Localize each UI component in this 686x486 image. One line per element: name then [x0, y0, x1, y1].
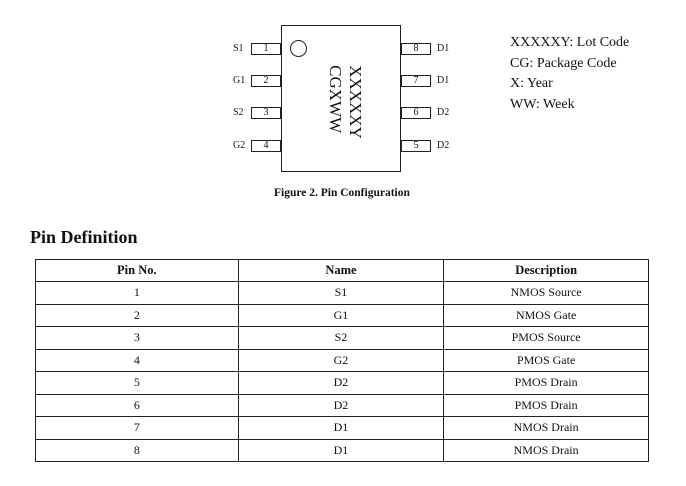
pin-2-box: 2 [251, 75, 281, 87]
cell-description: NMOS Drain [443, 438, 649, 462]
pin-6-box: 6 [401, 107, 431, 119]
cell-name: S1 [237, 281, 445, 305]
table-row: 3 S2 PMOS Source [35, 326, 649, 350]
cell-pin-no: 8 [35, 438, 239, 462]
cell-name: D1 [237, 438, 445, 462]
figure-caption: Figure 2. Pin Configuration [274, 187, 410, 199]
pin-6-name: D2 [437, 107, 450, 118]
cell-pin-no: 5 [35, 371, 239, 395]
header-description: Description [443, 259, 649, 282]
pin-8-name: D1 [437, 43, 450, 54]
cell-description: PMOS Drain [443, 393, 649, 417]
header-name: Name [237, 259, 445, 282]
cell-description: NMOS Drain [443, 416, 649, 440]
cell-description: PMOS Drain [443, 371, 649, 395]
pin1-indicator-dot [290, 40, 307, 57]
header-pin-no: Pin No. [35, 259, 239, 282]
pin-5-box: 5 [401, 140, 431, 152]
cell-name: G1 [237, 303, 445, 327]
pin-8-box: 8 [401, 43, 431, 55]
table-row: 5 D2 PMOS Drain [35, 371, 649, 395]
pin-definition-table: Pin No. Name Description 1 S1 NMOS Sourc… [35, 259, 649, 462]
table-row: 6 D2 PMOS Drain [35, 393, 649, 417]
cell-description: NMOS Gate [443, 303, 649, 327]
cell-pin-no: 6 [35, 393, 239, 417]
cell-description: NMOS Source [443, 281, 649, 305]
chip-package: XXXXXY CGXWW [281, 25, 401, 172]
pin-7-name: D1 [437, 75, 450, 86]
pin-4-name: G2 [233, 140, 246, 151]
cell-pin-no: 3 [35, 326, 239, 350]
legend-lot-code: XXXXXY: Lot Code [510, 35, 630, 50]
marking-line-lot: XXXXXY [345, 65, 365, 139]
marking-line-code: CGXWW [325, 65, 345, 134]
legend-package-code: CG: Package Code [510, 55, 617, 71]
table-row: 7 D1 NMOS Drain [35, 416, 649, 440]
pin-3-name: S2 [233, 107, 244, 118]
cell-name: D1 [237, 416, 445, 440]
pin-5-name: D2 [437, 140, 450, 151]
table-row: 1 S1 NMOS Source [35, 281, 649, 305]
table-row: 2 G1 NMOS Gate [35, 303, 649, 327]
legend-week: WW: Week [510, 96, 575, 112]
pin-3-box: 3 [251, 107, 281, 119]
pin-4-box: 4 [251, 140, 281, 152]
cell-pin-no: 1 [35, 281, 239, 305]
pin-1-box: 1 [251, 43, 281, 55]
cell-name: D2 [237, 371, 445, 395]
legend-year: X: Year [510, 76, 553, 91]
table-row: 4 G2 PMOS Gate [35, 348, 649, 372]
marking-legend: XXXXXY: Lot Code CG: Package Code X: Yea… [510, 33, 629, 115]
pin-1-name: S1 [233, 43, 244, 54]
cell-pin-no: 2 [35, 303, 239, 327]
cell-description: PMOS Gate [443, 348, 649, 372]
cell-name: D2 [237, 393, 445, 417]
cell-pin-no: 4 [35, 348, 239, 372]
section-title: Pin Definition [30, 227, 138, 247]
cell-pin-no: 7 [35, 416, 239, 440]
cell-description: PMOS Source [443, 326, 649, 350]
table-row: 8 D1 NMOS Drain [35, 438, 649, 462]
pin-2-name: G1 [233, 75, 246, 86]
table-header-row: Pin No. Name Description [35, 259, 649, 282]
cell-name: S2 [237, 326, 445, 350]
pin-7-box: 7 [401, 75, 431, 87]
cell-name: G2 [237, 348, 445, 372]
package-marking: XXXXXY CGXWW [325, 65, 365, 139]
